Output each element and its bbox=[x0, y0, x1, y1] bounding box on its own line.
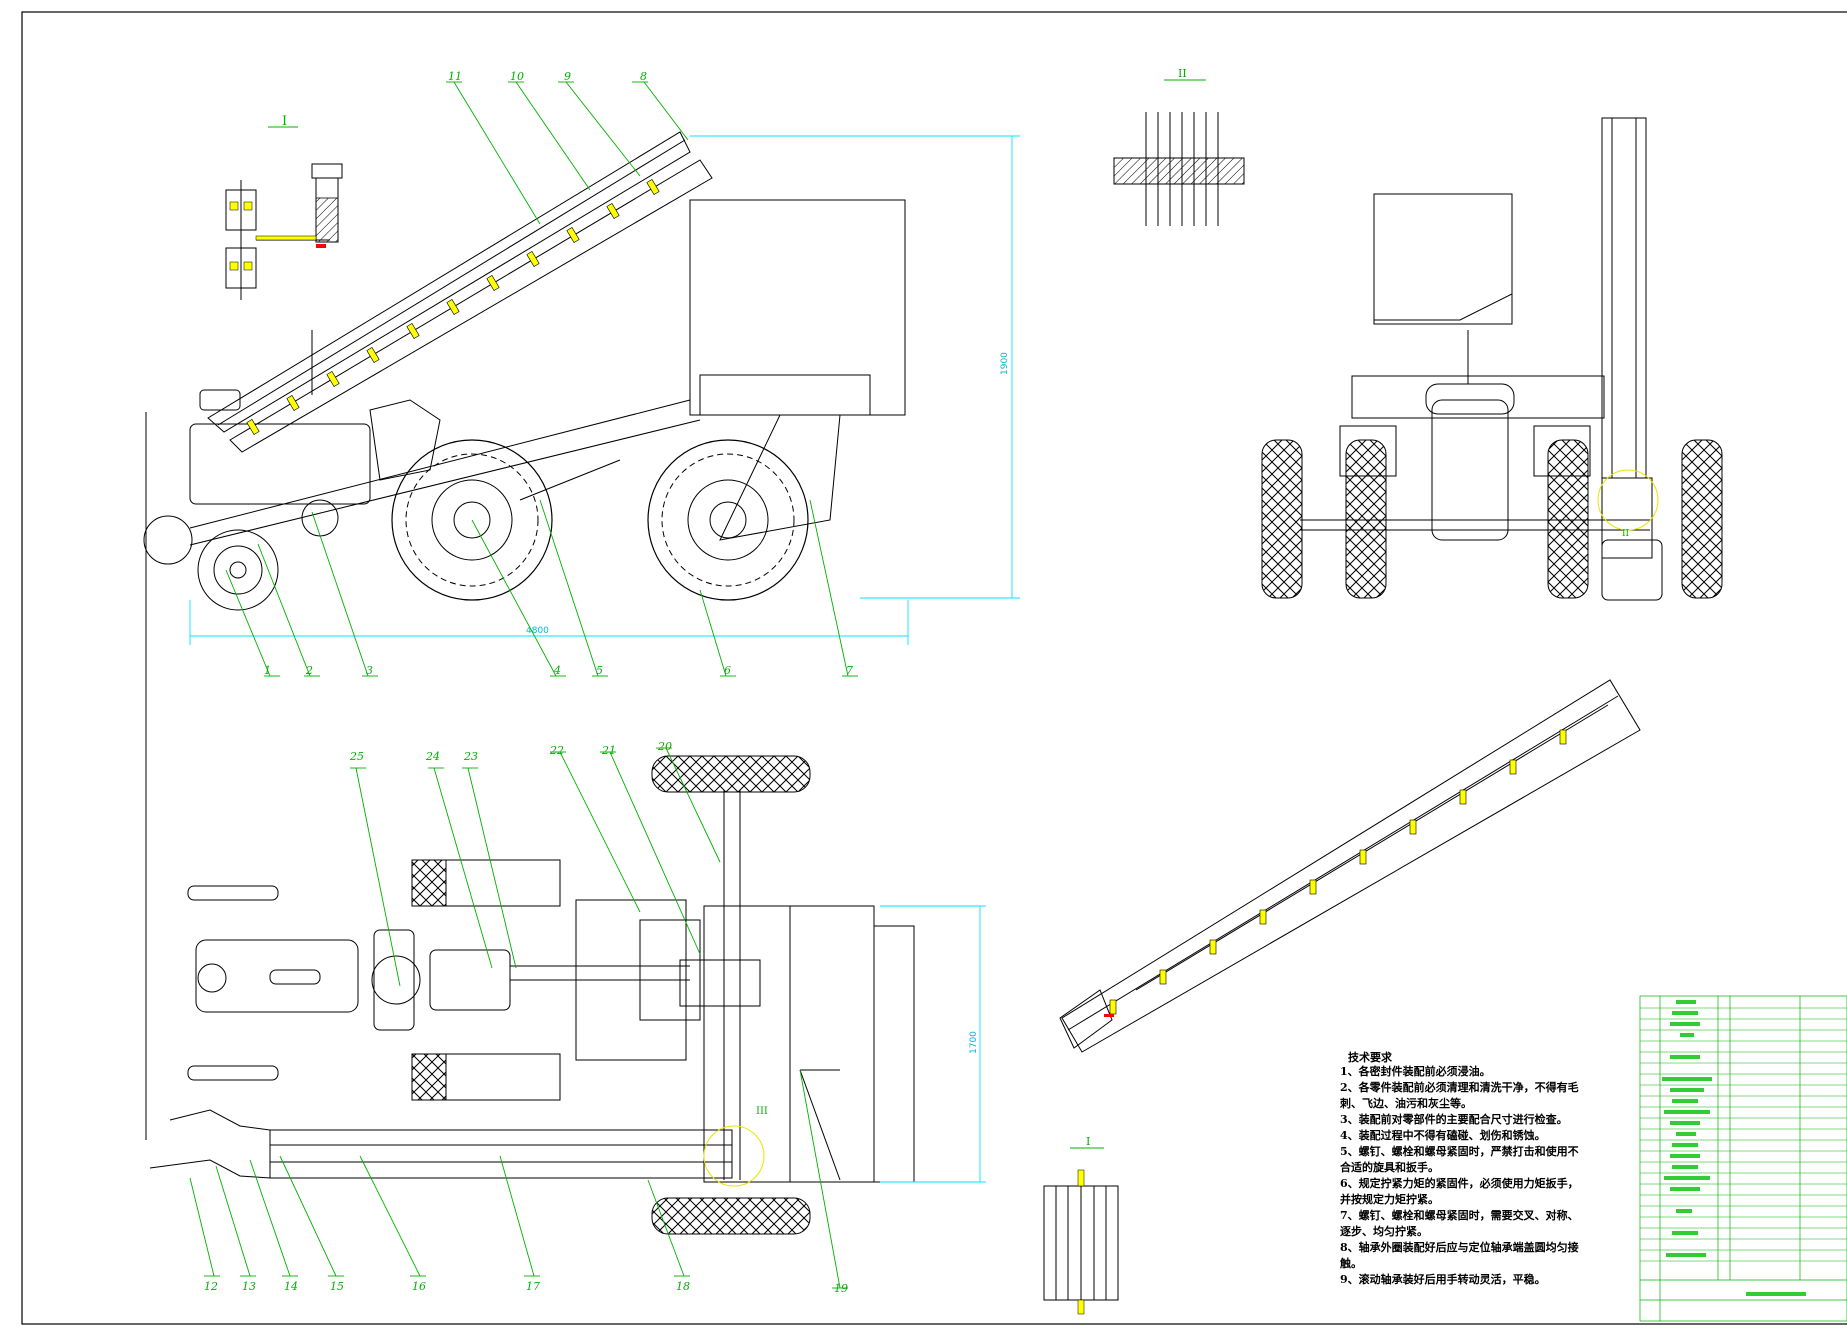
front-tires bbox=[1261, 439, 1723, 599]
part-label-14: 14 bbox=[284, 1280, 298, 1293]
parts-list-names bbox=[1662, 1000, 1806, 1296]
plan-view bbox=[149, 790, 915, 1187]
label-detail-II-front: II bbox=[1622, 529, 1630, 539]
part-number-labels: 1 2 3 4 5 6 7 8 9 10 11 12 13 14 15 16 1… bbox=[204, 70, 853, 1295]
rear-wheel bbox=[647, 439, 809, 601]
part-label-20: 20 bbox=[657, 740, 672, 753]
tech-req-line-6: 5、螺钉、螺栓和螺母紧固时，严禁打击和使用不 bbox=[1340, 1145, 1579, 1158]
red-marker-2 bbox=[1104, 1014, 1114, 1017]
middle-wheel bbox=[391, 439, 553, 601]
part-label-19: 19 bbox=[834, 1282, 848, 1295]
front-wheel bbox=[197, 529, 279, 611]
parts-list-rows bbox=[1640, 1007, 1847, 1262]
drawing-border bbox=[21, 11, 1847, 1325]
parts-list-table bbox=[1639, 995, 1847, 1322]
tech-req-line-1: 1、各密封件装配前必须浸油。 bbox=[1340, 1065, 1491, 1078]
part-label-3: 3 bbox=[366, 664, 373, 677]
inclined-flights bbox=[1109, 729, 1567, 1015]
part-label-22: 22 bbox=[549, 744, 564, 757]
plan-tires bbox=[651, 755, 811, 1235]
dim-side-height: 1900 bbox=[1000, 352, 1010, 375]
part-label-1: 1 bbox=[264, 664, 271, 677]
label-detail-I-bottom: I bbox=[1086, 1135, 1090, 1148]
tech-req-line-12: 8、轴承外圈装配好后应与定位轴承端盖圆均匀接 bbox=[1340, 1241, 1579, 1254]
side-conveyor bbox=[207, 131, 691, 433]
tech-req-line-10: 7、螺钉、螺栓和螺母紧固时，需要交叉、对称、 bbox=[1340, 1209, 1579, 1222]
part-label-13: 13 bbox=[242, 1280, 256, 1293]
tech-req-line-2: 2、各零件装配前必须清理和清洗干净，不得有毛 bbox=[1340, 1081, 1579, 1094]
tech-req-line-8: 6、规定拧紧力矩的紧固件，必须使用力矩扳手， bbox=[1340, 1177, 1579, 1190]
tech-req-line-9: 并按规定力矩拧紧。 bbox=[1340, 1193, 1439, 1206]
label-detail-II-top: II bbox=[1178, 67, 1187, 80]
tech-req-line-4: 3、装配前对零部件的主要配合尺寸进行检查。 bbox=[1340, 1113, 1568, 1126]
side-conveyor-flights bbox=[246, 179, 660, 435]
tech-req-line-13: 触。 bbox=[1340, 1257, 1362, 1270]
tech-req-line-7: 合适的旋具和扳手。 bbox=[1340, 1161, 1439, 1174]
red-marker bbox=[316, 244, 326, 248]
part-label-16: 16 bbox=[412, 1280, 426, 1293]
tech-req-title: 技术要求 bbox=[1348, 1051, 1392, 1064]
part-label-23: 23 bbox=[463, 750, 478, 763]
part-label-17: 17 bbox=[526, 1280, 540, 1293]
part-label-25: 25 bbox=[349, 750, 364, 763]
label-detail-I-top: I bbox=[282, 114, 287, 129]
part-label-4: 4 bbox=[553, 664, 561, 677]
part-label-5: 5 bbox=[596, 664, 603, 677]
part-label-11: 11 bbox=[448, 70, 462, 83]
part-label-7: 7 bbox=[846, 664, 853, 677]
inclined-conveyor-view bbox=[1059, 679, 1641, 1053]
part-label-2: 2 bbox=[305, 664, 313, 677]
tech-req-line-14: 9、滚动轴承装好后用手转动灵活，平稳。 bbox=[1340, 1273, 1546, 1286]
part-leaders bbox=[189, 81, 858, 1289]
label-detail-III: III bbox=[756, 1106, 768, 1117]
side-dimensions bbox=[189, 135, 1020, 645]
part-label-10: 10 bbox=[510, 70, 524, 83]
part-label-8: 8 bbox=[640, 70, 647, 83]
detail-I-bottom bbox=[1043, 1185, 1119, 1301]
tech-req-line-5: 4、装配过程中不得有磕碰、划伤和锈蚀。 bbox=[1340, 1129, 1546, 1142]
part-label-24: 24 bbox=[425, 750, 440, 763]
part-label-12: 12 bbox=[204, 1280, 218, 1293]
part-label-21: 21 bbox=[601, 744, 616, 757]
dim-plan-width: 1700 bbox=[969, 1031, 979, 1054]
tech-req-line-11: 逐步、均匀拧紧。 bbox=[1340, 1225, 1428, 1238]
front-view bbox=[1300, 117, 1663, 601]
part-label-6: 6 bbox=[724, 664, 731, 677]
tech-req-line-3: 刺、飞边、油污和灰尘等。 bbox=[1340, 1097, 1472, 1110]
part-label-9: 9 bbox=[564, 70, 571, 83]
dim-side-length: 4800 bbox=[526, 626, 549, 636]
part-label-18: 18 bbox=[676, 1280, 690, 1293]
part-label-15: 15 bbox=[330, 1280, 344, 1293]
side-view bbox=[143, 131, 906, 1140]
